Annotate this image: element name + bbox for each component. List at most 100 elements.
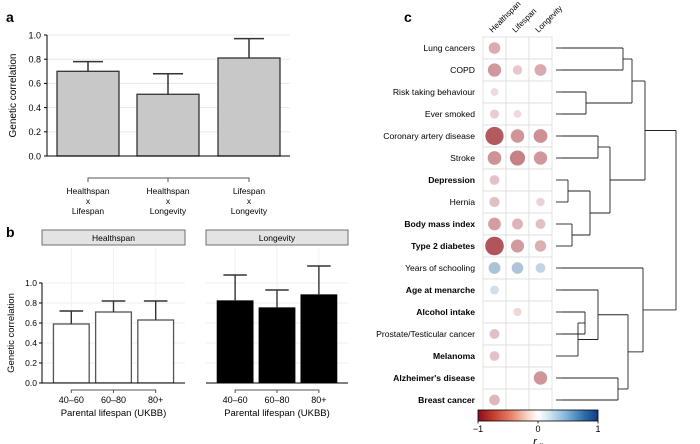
matrix-dot [535, 219, 546, 229]
matrix-dot [533, 129, 548, 143]
matrix-dot [489, 394, 500, 406]
y-tick-label-a: 0.4 [28, 103, 41, 113]
row-label: Alzheimer's disease [393, 373, 475, 383]
x-tick-label-b: 40–60 [223, 395, 248, 405]
row-label: Depression [428, 175, 475, 185]
category-label-a: Lifespan [233, 186, 265, 196]
matrix-dot [488, 217, 501, 231]
row-label: Age at menarche [406, 285, 475, 295]
matrix-cell [528, 102, 553, 126]
y-axis-title-a: Genetic correlation [8, 54, 19, 138]
matrix-cell [505, 366, 530, 390]
bar-b [94, 311, 133, 383]
category-label-a: x [166, 196, 171, 206]
matrix-dot [513, 110, 522, 118]
matrix-cell [505, 278, 530, 302]
bar-b [52, 323, 90, 383]
matrix-cell [528, 322, 553, 346]
matrix-dot [513, 307, 522, 317]
y-tick-label-a: 0.8 [28, 55, 41, 65]
matrix-dot [489, 351, 500, 361]
matrix-dot [487, 63, 502, 77]
row-label: Stroke [450, 153, 475, 163]
category-label-a: x [247, 196, 252, 206]
panel-b-longevity: Longevity 40–60 60–80 80+ Parental lifespan … [205, 229, 349, 419]
x-axis-title-b: Parental lifespan (UKBB) [224, 408, 330, 419]
bar-a [56, 70, 120, 157]
matrix-cell [505, 322, 530, 346]
matrix-dot [535, 263, 546, 273]
bar-b [258, 307, 296, 383]
y-tick-label-a: 0.2 [28, 127, 41, 137]
category-label-a: Healthspan [66, 186, 109, 196]
matrix-dot [533, 151, 548, 165]
x-axis-title-b: Parental lifespan (UKBB) [61, 408, 167, 419]
colorbar-bar [477, 409, 599, 422]
facet-strip-longevity [205, 229, 349, 246]
matrix-dot [490, 88, 499, 96]
colorbar-tick-label: −1 [473, 424, 483, 434]
matrix-dot [536, 197, 545, 207]
category-label-a: x [86, 196, 91, 206]
category-label-a: Healthspan [146, 186, 189, 196]
x-tick-label-b: 80+ [148, 395, 163, 405]
row-label: Body mass index [404, 219, 475, 229]
row-label: Coronary artery disease [383, 131, 475, 141]
colorbar-axis-label: r [533, 436, 538, 444]
matrix-dot [510, 239, 525, 253]
y-tick-label-b: 0.4 [25, 338, 37, 348]
matrix-cell [505, 80, 530, 104]
matrix-dot [512, 218, 523, 230]
colorbar-tick-label: 1 [595, 424, 600, 434]
matrix-cell [505, 36, 530, 60]
bar-b [300, 294, 338, 383]
y-tick-label-b: 0.2 [25, 358, 37, 368]
x-tick-label-b: 60–80 [264, 395, 289, 405]
bar-a [136, 93, 200, 157]
matrix-cell [528, 278, 553, 302]
colorbar-axis-sublabel: g [539, 441, 543, 444]
matrix-dot [489, 329, 500, 339]
row-label: Lung cancers [423, 43, 475, 53]
matrix-cell [528, 388, 553, 412]
matrix-cell [482, 300, 507, 324]
row-label: Type 2 diabetes [411, 241, 475, 251]
row-label: Risk taking behaviour [393, 87, 475, 97]
matrix-dot [488, 262, 501, 274]
matrix-dot [489, 196, 500, 208]
y-tick-label-a: 0.6 [28, 79, 41, 89]
y-tick-label-b: 0.6 [25, 318, 37, 328]
row-label: Hernia [450, 197, 476, 207]
x-tick-label-b: 60–80 [101, 395, 126, 405]
row-label: Melanoma [433, 351, 475, 361]
matrix-cell [528, 300, 553, 324]
row-label: Years of schooling [405, 263, 475, 273]
matrix-dot [489, 175, 500, 185]
dendrogram [556, 47, 677, 401]
facet-strip-label: Longevity [259, 233, 296, 243]
row-label: Ever smoked [425, 109, 475, 119]
row-label: COPD [450, 65, 475, 75]
matrix-cell [528, 168, 553, 192]
x-tick-label-b: 80+ [311, 395, 326, 405]
facet-plot-area [42, 248, 185, 383]
matrix-dot [490, 285, 499, 295]
matrix-cell [505, 344, 530, 368]
matrix-dot [533, 371, 548, 385]
matrix-dot [534, 64, 547, 76]
category-label-a: Lifespan [72, 206, 104, 216]
row-label: Alcohol intake [416, 307, 475, 317]
facet-strip-label: Healthspan [92, 233, 135, 243]
bar-a [217, 57, 281, 157]
matrix-cell [528, 344, 553, 368]
y-tick-label-a: 1.0 [28, 30, 41, 40]
matrix-cell [528, 36, 553, 60]
matrix-dot [512, 65, 523, 75]
matrix-dot [485, 236, 504, 256]
column-header-longevity: Longevity [534, 4, 565, 35]
matrix-dot [509, 150, 526, 166]
